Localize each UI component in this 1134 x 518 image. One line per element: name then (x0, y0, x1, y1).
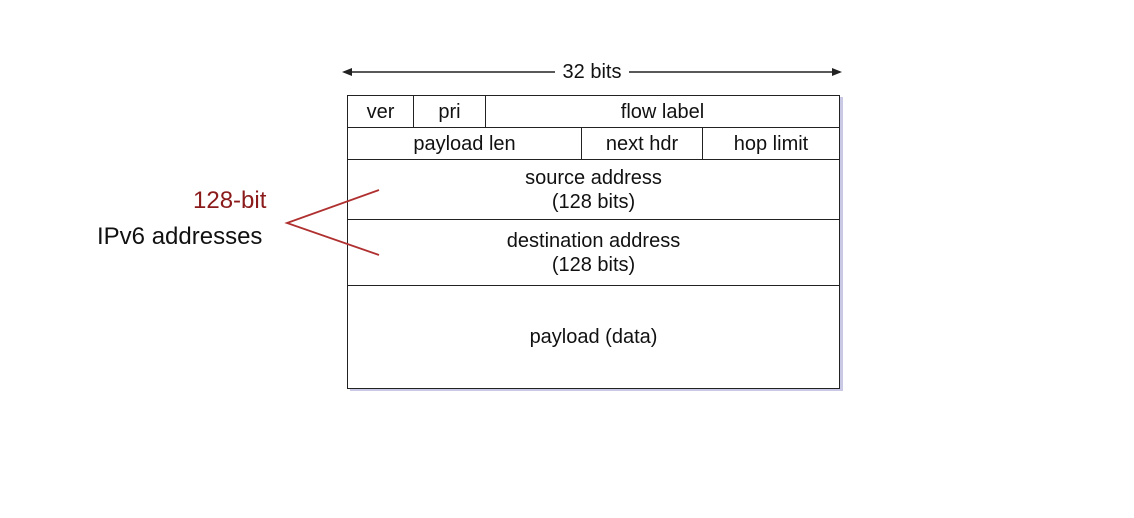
source-address-label: source address (525, 166, 662, 189)
source-address-size: (128 bits) (551, 190, 636, 213)
field-source-address: source address (128 bits) (348, 160, 839, 219)
annotation-highlight: 128-bit (193, 187, 267, 214)
destination-address-size: (128 bits) (551, 253, 636, 276)
annotation-text: IPv6 addresses (97, 223, 263, 250)
destination-address-row: destination address (128 bits) (348, 220, 839, 286)
field-next-hdr: next hdr (582, 128, 703, 159)
width-label: 32 bits (554, 61, 630, 83)
field-version: ver (348, 96, 414, 127)
header-row-2: payload len next hdr hop limit (348, 128, 839, 160)
field-priority: pri (414, 96, 486, 127)
destination-address-label: destination address (506, 229, 681, 252)
payload-row: payload (data) (348, 286, 839, 387)
source-address-row: source address (128 bits) (348, 160, 839, 220)
width-dimension-arrow: 32 bits (340, 58, 844, 86)
field-payload: payload (data) (529, 325, 658, 348)
field-payload-len: payload len (348, 128, 582, 159)
field-flow-label: flow label (620, 100, 705, 123)
header-row-1: ver pri flow label (348, 96, 839, 128)
field-destination-address: destination address (128 bits) (348, 220, 839, 285)
datagram-frame: ver pri flow label payload len next hdr … (347, 95, 840, 389)
field-hop-limit: hop limit (733, 132, 809, 155)
